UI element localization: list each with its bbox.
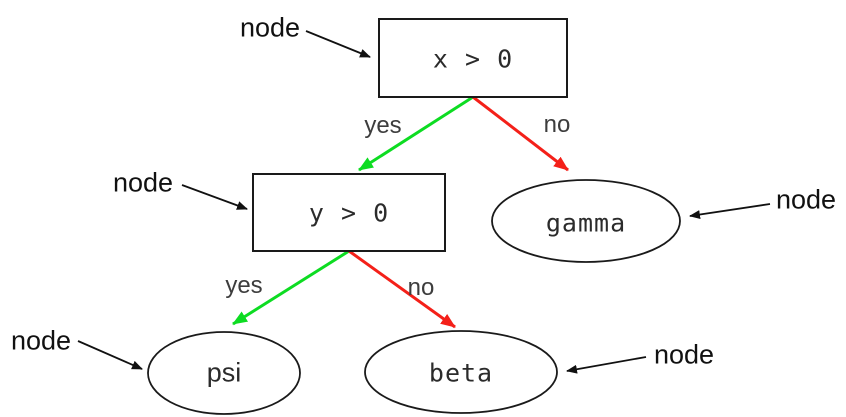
edge-label-y-yes: yes	[225, 272, 263, 299]
annotation-arrow-psi	[77, 340, 143, 370]
node-label-gamma: gamma	[545, 208, 627, 238]
node-shape-y	[252, 173, 446, 252]
annotation-label-psi: node	[10, 325, 72, 356]
annotation-arrow-gamma	[689, 203, 771, 219]
edge-y-yes	[232, 249, 350, 326]
edge-label-root-yes: yes	[364, 112, 402, 139]
node-shape-beta	[364, 330, 558, 414]
annotation-arrow-beta	[566, 356, 647, 374]
annotation-label-gamma: node	[775, 184, 837, 215]
edge-root-no	[472, 95, 569, 172]
node-shape-psi	[147, 331, 301, 415]
annotation-arrow-root	[305, 30, 371, 58]
edge-root-yes	[358, 95, 474, 172]
edge-label-root-no: no	[543, 111, 571, 138]
annotation-label-y: node	[112, 167, 174, 198]
node-label-y: y > 0	[308, 198, 390, 228]
node-label-psi: psi	[206, 357, 242, 388]
node-label-root: x > 0	[432, 44, 514, 74]
node-shape-root	[378, 18, 568, 98]
annotation-label-root: node	[239, 12, 301, 43]
node-label-beta: beta	[428, 358, 494, 388]
node-shape-gamma	[491, 179, 681, 263]
annotation-arrow-y	[181, 184, 248, 210]
annotation-label-beta: node	[653, 339, 715, 370]
edge-y-no	[348, 249, 456, 329]
edge-label-y-no: no	[407, 274, 435, 301]
